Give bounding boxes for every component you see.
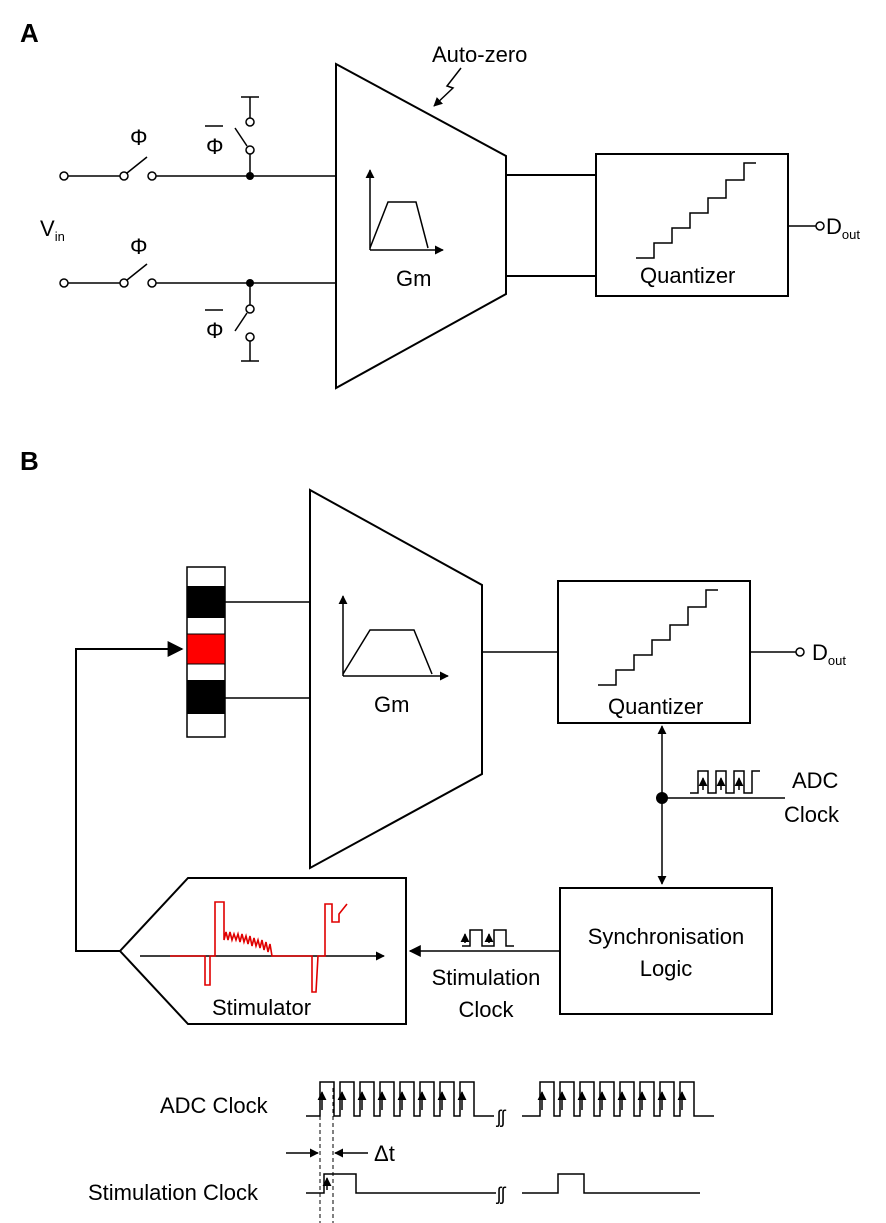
top-phi-switch [126, 156, 148, 174]
electrode-stim-red [186, 633, 226, 665]
top-switch-contact-left [119, 171, 129, 181]
stim-clock-break: ʃʃ [495, 1184, 507, 1204]
stim-clock-label-line1: Stimulation [432, 965, 541, 990]
top-input-terminal [59, 171, 69, 181]
delta-t-label: Δt [374, 1141, 395, 1166]
gm-b-bandpass-curve [342, 629, 433, 675]
bottom-phibar-label: Φ [206, 318, 224, 343]
sync-logic-block: Synchronisation Logic [559, 887, 773, 1015]
electrode-ref-bottom [187, 680, 225, 714]
stim-clock-waveform-part2 [522, 1173, 700, 1194]
panel-b-label: B [20, 446, 39, 476]
bottom-phi-switch [126, 263, 148, 281]
adc-clock-waveform-part1 [306, 1081, 494, 1117]
bottom-input-line: Φ Φ [59, 234, 336, 362]
stim-feedback-wire [75, 641, 184, 952]
sync-label-line1: Synchronisation [588, 924, 745, 949]
panel-a: A Vin Φ Φ [20, 18, 860, 390]
top-switch-contact-right [147, 171, 157, 181]
stim-clock-label-line2: Clock [458, 997, 514, 1022]
gm-b-label: Gm [374, 692, 409, 717]
top-phibar-label: Φ [206, 134, 224, 159]
adc-clock-waveform-part2 [522, 1081, 714, 1117]
autozero-arrow [433, 67, 462, 107]
vin-label: Vin [40, 216, 65, 244]
stim-clock-mini-wave [462, 929, 514, 947]
adc-clock-label-line2: Clock [784, 802, 840, 827]
adc-clock-mini-wave [690, 770, 760, 794]
quantizer-a-label: Quantizer [640, 263, 735, 288]
bottom-phibar-switch [234, 312, 248, 332]
panel-a-label: A [20, 18, 39, 48]
electrode-array [186, 566, 226, 738]
autozero-label: Auto-zero [432, 42, 527, 67]
sync-label-line2: Logic [640, 956, 693, 981]
electrode-ref-top [187, 586, 225, 618]
stimulator-block: Stimulator [118, 877, 407, 1025]
dout-b-terminal [795, 647, 805, 657]
gm-a-bandpass-curve [369, 201, 429, 249]
gm-block-a: Gm [335, 62, 507, 390]
dout-a-label: Dout [826, 214, 860, 242]
stim-clock-waveform-part1 [306, 1173, 496, 1194]
gm-a-label: Gm [396, 266, 431, 291]
gm-block-b: Gm [309, 488, 483, 870]
adc-clock-break: ʃʃ [495, 1107, 507, 1127]
quantizer-block-a: Quantizer [595, 153, 789, 297]
quantizer-b-label: Quantizer [608, 694, 703, 719]
stim-clock-connection: Stimulation Clock [408, 929, 560, 1022]
top-input-line: Φ Φ [59, 96, 336, 181]
panel-b: B Gm Quantizer Dout [20, 446, 846, 1025]
bottom-phi-label: Φ [130, 234, 148, 259]
timing-adc-clock-label: ADC Clock [160, 1093, 269, 1118]
quantizer-a-staircase [636, 162, 756, 259]
top-phi-label: Φ [130, 125, 148, 150]
dout-b-label: Dout [812, 640, 846, 668]
quantizer-block-b: Quantizer [557, 580, 751, 724]
top-phibar-switch [234, 127, 248, 147]
dout-a-terminal [815, 221, 825, 231]
stimulator-label: Stimulator [212, 995, 311, 1020]
quantizer-b-staircase [598, 589, 718, 686]
stimulation-waveform [170, 901, 348, 993]
timing-stim-clock-label: Stimulation Clock [88, 1180, 259, 1205]
adc-clock-connection: ADC Clock [656, 725, 840, 885]
timing-diagram: ADC Clock Stimulation Clock ʃʃ Δt ʃʃ [88, 1081, 714, 1223]
bottom-input-terminal [59, 278, 69, 288]
adc-clock-label-line1: ADC [792, 768, 839, 793]
